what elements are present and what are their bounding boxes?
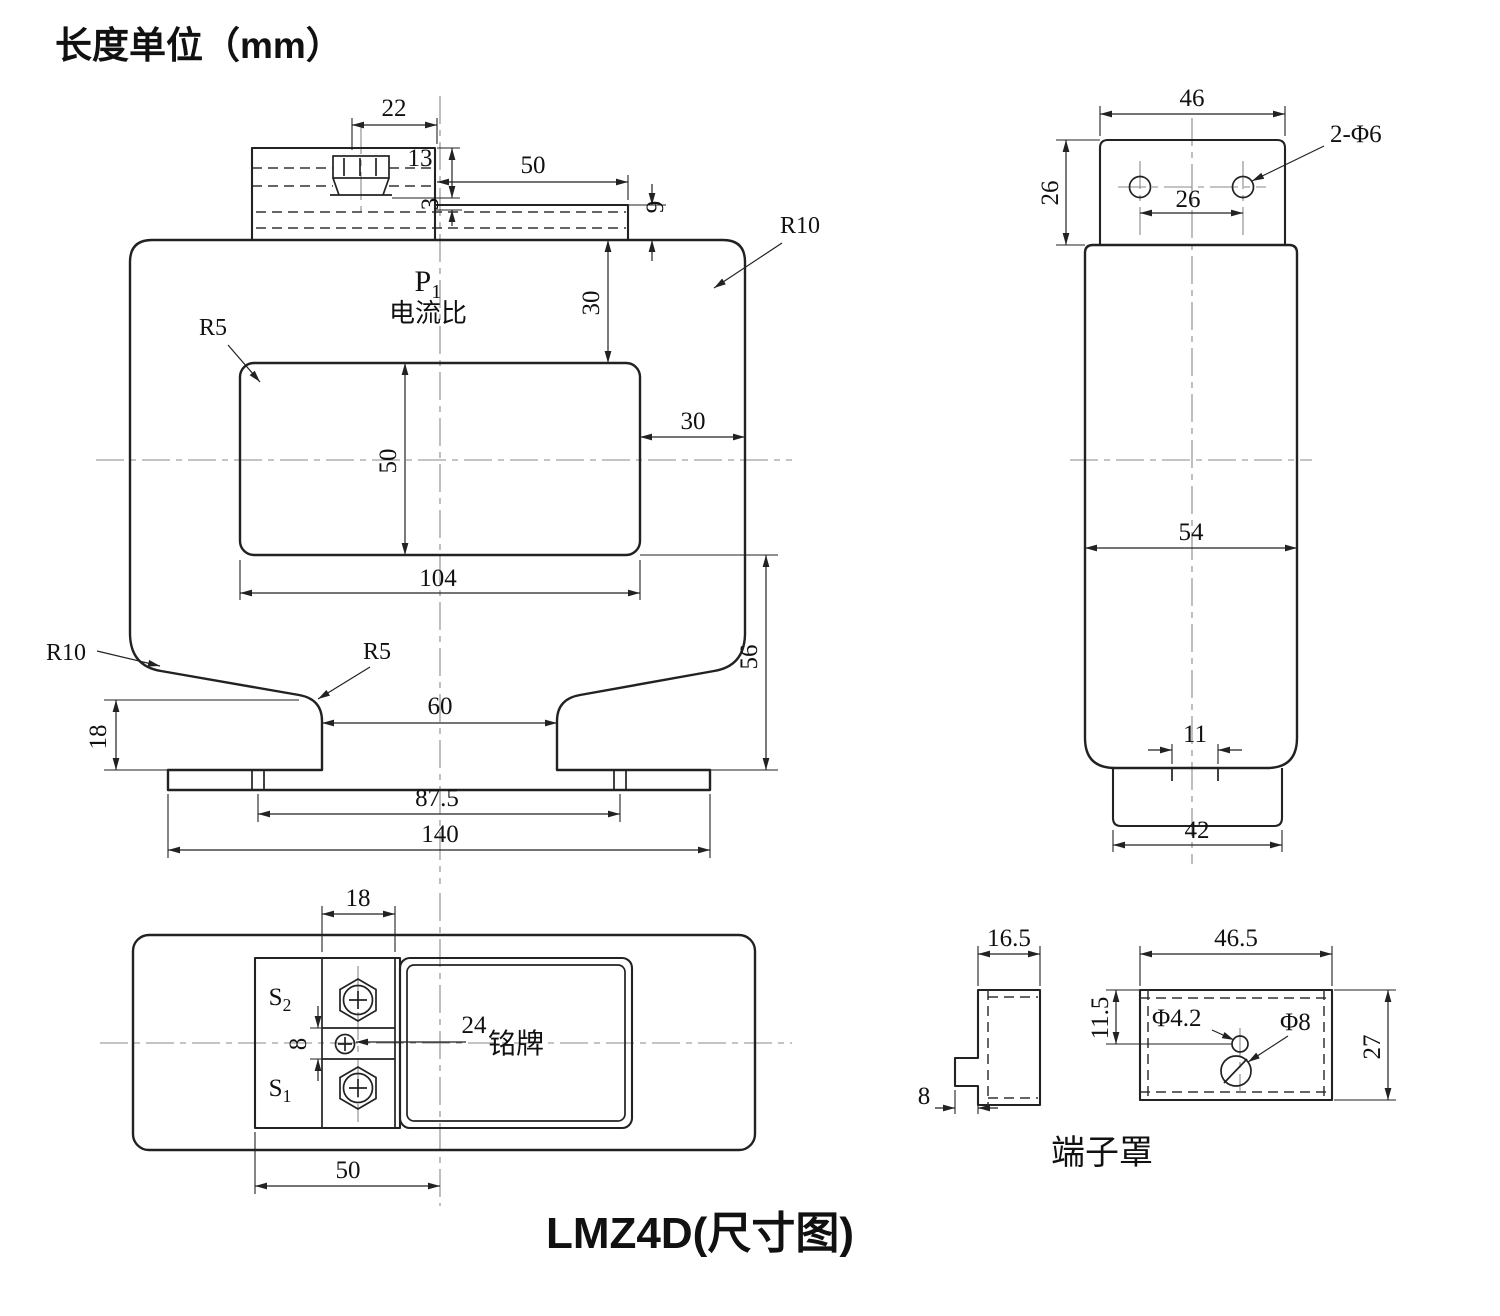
dim-label-30-right: 30 bbox=[681, 408, 706, 435]
dim-label-11: 11 bbox=[1183, 721, 1207, 748]
holes-callout: 2-Φ6 bbox=[1330, 121, 1382, 148]
hidden-lines bbox=[252, 167, 626, 229]
foot-notch bbox=[1171, 768, 1219, 781]
centerlines bbox=[1070, 118, 1312, 864]
terminal-screw-head bbox=[332, 155, 390, 179]
center-screw-cross bbox=[338, 1037, 352, 1051]
dim-label-42: 42 bbox=[1185, 817, 1210, 844]
leader-phi-8 bbox=[1247, 1035, 1289, 1063]
top-plate bbox=[435, 203, 630, 240]
leader-r10-bottom bbox=[96, 650, 161, 667]
extension-lines bbox=[1056, 106, 1286, 852]
p1-label: P1 bbox=[415, 265, 442, 303]
bottom-housing bbox=[131, 933, 757, 1152]
radius-label-r5-bottom: R5 bbox=[363, 639, 391, 665]
leader-r5-bottom bbox=[317, 666, 371, 700]
cover-profile-outline bbox=[953, 988, 1042, 1107]
cover-hole-big bbox=[1220, 1055, 1252, 1087]
mounting-hole-left bbox=[1128, 175, 1152, 199]
hex-screw-s1 bbox=[339, 1066, 377, 1110]
current-ratio-label: 电流比 bbox=[389, 298, 467, 328]
hole-label-phi-8: Φ8 bbox=[1280, 1009, 1311, 1036]
unit-note: 长度单位（mm） bbox=[55, 25, 343, 66]
cover-profile-hidden bbox=[987, 990, 1038, 1105]
dim-label-11-5: 11.5 bbox=[1087, 997, 1114, 1040]
leader-r10-top bbox=[713, 242, 783, 289]
extension-lines bbox=[254, 906, 396, 1194]
dim-label-104: 104 bbox=[419, 565, 457, 592]
dim-label-8-foot: 8 bbox=[918, 1083, 931, 1110]
bottom-view: 18 24 8 50 S2 S1 铭牌 bbox=[100, 885, 792, 1206]
dim-label-50-window: 50 bbox=[375, 449, 402, 474]
dim-label-60: 60 bbox=[428, 693, 453, 720]
side-top-tab bbox=[1098, 138, 1287, 245]
terminal-block bbox=[250, 146, 437, 240]
side-view: 46 2-Φ6 26 26 54 11 42 bbox=[1037, 85, 1382, 864]
dim-label-26-left: 26 bbox=[1037, 181, 1064, 206]
hex-screw-s2-cross bbox=[349, 991, 367, 1009]
dim-label-13: 13 bbox=[408, 145, 433, 172]
dim-label-18: 18 bbox=[85, 725, 112, 750]
dim-label-18: 18 bbox=[346, 885, 371, 912]
leader-phi-4-2 bbox=[1211, 1029, 1235, 1041]
front-window bbox=[238, 361, 642, 557]
leader-r5-top bbox=[227, 344, 261, 383]
dim-label-87-5: 87.5 bbox=[415, 785, 459, 812]
terminal-screw-flange bbox=[330, 177, 392, 196]
base-slots bbox=[251, 770, 627, 790]
nameplate-outline bbox=[398, 956, 634, 1130]
dim-label-54: 54 bbox=[1179, 519, 1205, 546]
terminal-channel bbox=[321, 958, 396, 1128]
radius-label-r5-top: R5 bbox=[199, 315, 227, 341]
centerlines bbox=[96, 96, 792, 884]
dim-label-26-holes: 26 bbox=[1176, 186, 1201, 213]
cover-hole-slot bbox=[1223, 1058, 1248, 1084]
dim-label-56: 56 bbox=[736, 645, 763, 670]
dim-label-46: 46 bbox=[1180, 85, 1205, 112]
hex-screw-s2-head bbox=[342, 984, 374, 1016]
side-bottom-foot bbox=[1111, 768, 1284, 828]
centerlines bbox=[100, 893, 792, 1206]
dim-label-3: 3 bbox=[417, 198, 444, 211]
drawing-title: LMZ4D(尺寸图) bbox=[546, 1209, 854, 1258]
nameplate-inner bbox=[406, 964, 626, 1122]
dim-label-140: 140 bbox=[421, 821, 459, 848]
dim-label-50: 50 bbox=[336, 1157, 361, 1184]
side-body-outline bbox=[1083, 243, 1299, 770]
center-screw bbox=[334, 1033, 356, 1055]
terminal-cover-caption: 端子罩 bbox=[1051, 1134, 1153, 1172]
dim-label-22: 22 bbox=[382, 95, 407, 122]
dim-label-50-top: 50 bbox=[521, 152, 546, 179]
hole-label-phi-4-2: Φ4.2 bbox=[1152, 1005, 1202, 1032]
terminal-label-s2: S2 bbox=[269, 984, 292, 1015]
cover-face-outline bbox=[1138, 988, 1334, 1102]
dim-label-30-top: 30 bbox=[578, 291, 605, 316]
hex-screw-s1-head bbox=[342, 1072, 374, 1104]
terminal-screw-slots bbox=[343, 158, 377, 176]
cover-face-hidden bbox=[1140, 990, 1332, 1100]
hex-screw-s1-cross bbox=[349, 1079, 367, 1097]
dim-label-24: 24 bbox=[462, 1012, 488, 1039]
dim-label-8: 8 bbox=[285, 1038, 312, 1051]
dim-label-46-5: 46.5 bbox=[1214, 925, 1258, 952]
terminal-label-s1: S1 bbox=[269, 1075, 292, 1106]
radius-label-r10-bottom: R10 bbox=[46, 640, 86, 666]
front-view: 22 13 3 50 9 R10 R5 30 50 30 104 56 R10 … bbox=[46, 95, 820, 884]
dim-label-16-5: 16.5 bbox=[987, 925, 1031, 952]
front-body-outline bbox=[128, 238, 747, 792]
nameplate-label: 铭牌 bbox=[488, 1028, 544, 1059]
leader-2-phi6 bbox=[1251, 145, 1325, 182]
terminal-cover-view: 16.5 8 46.5 11.5 Φ4.2 Φ8 27 端子罩 bbox=[918, 925, 1396, 1172]
radius-label-r10-top: R10 bbox=[780, 213, 820, 239]
dim-label-27: 27 bbox=[1359, 1035, 1386, 1060]
extension-lines bbox=[104, 118, 778, 858]
hex-screw-s2 bbox=[339, 978, 377, 1022]
dim-label-9: 9 bbox=[642, 201, 669, 214]
mounting-hole-right bbox=[1231, 175, 1255, 199]
